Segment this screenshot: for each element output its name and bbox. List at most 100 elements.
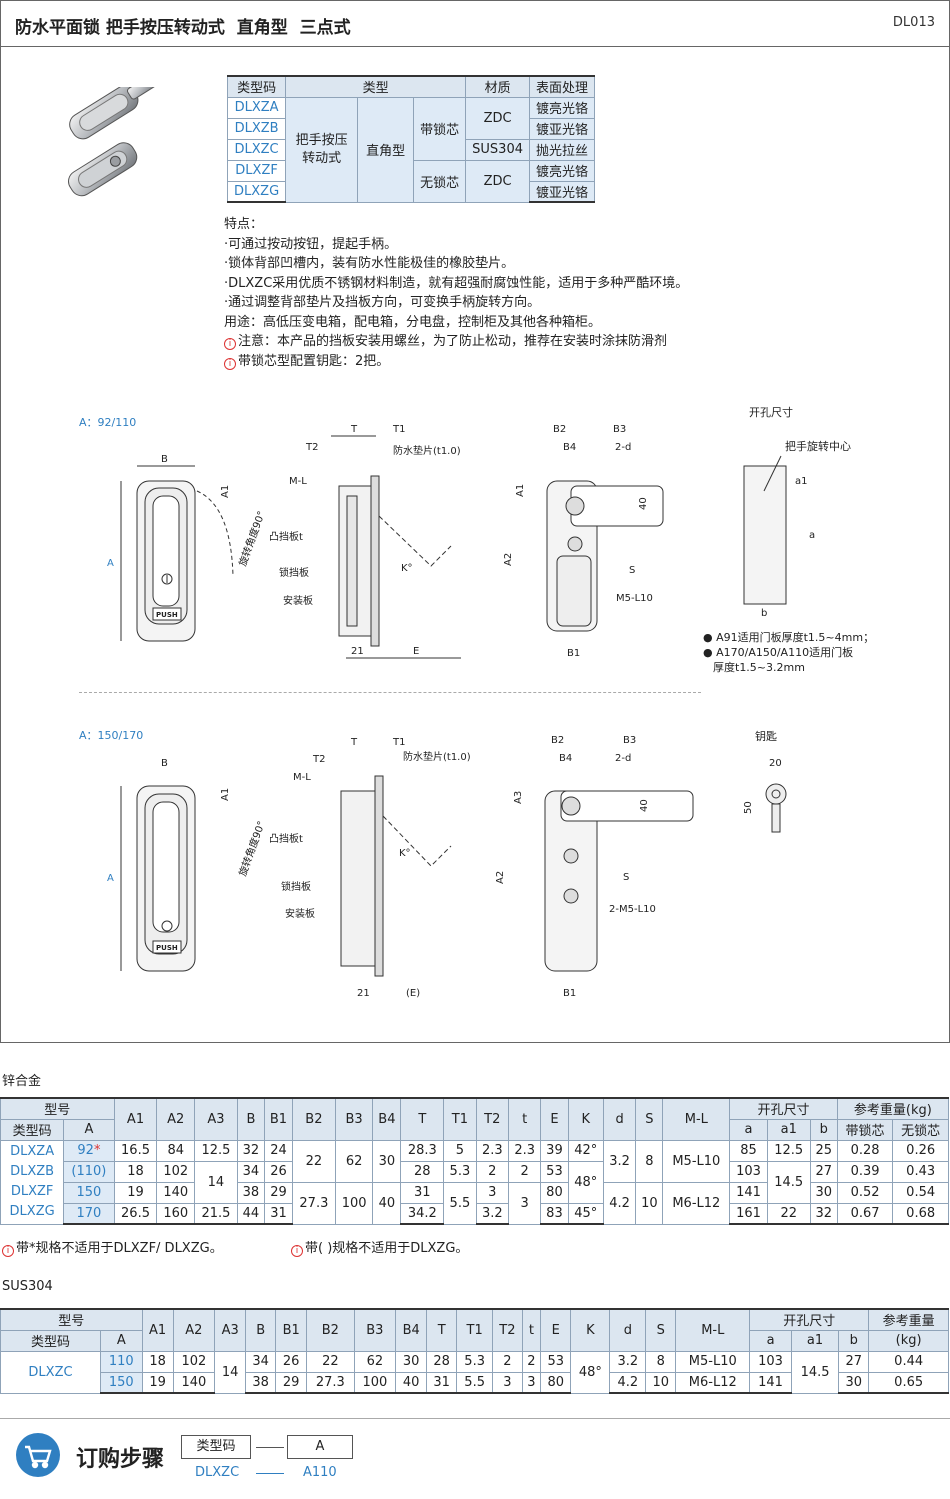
svg-text:K°: K°: [399, 848, 411, 859]
cart-icon: [16, 1433, 60, 1477]
cell: 3.2: [609, 1350, 647, 1373]
material-cell: ZDC: [465, 96, 530, 140]
svg-text:a1: a1: [795, 476, 808, 487]
code-cell: DLXZB: [226, 117, 287, 140]
cell: 40: [395, 1371, 428, 1394]
th: K: [570, 1308, 611, 1352]
cell: 10: [635, 1181, 664, 1225]
cell: 141: [749, 1371, 792, 1394]
th: a: [749, 1329, 792, 1352]
th: A: [100, 1329, 143, 1352]
svg-text:凸挡板t: 凸挡板t: [269, 832, 303, 845]
th: A1: [113, 1097, 158, 1141]
a-cell: 150: [100, 1371, 143, 1394]
cell: 5.5: [456, 1371, 494, 1394]
svg-text:K°: K°: [401, 563, 413, 574]
svg-text:2-d: 2-d: [615, 442, 631, 453]
cell: 103: [729, 1160, 768, 1183]
key-view: 钥匙 20 50: [743, 729, 787, 833]
cell: 48°: [567, 1160, 604, 1204]
a-cell: (110): [63, 1160, 115, 1183]
cell: 18: [113, 1160, 158, 1183]
catalog-code: DL013: [892, 15, 935, 30]
cell: 26: [275, 1350, 308, 1373]
back-view-bottom: B2 B3 B4 2-d 40 A3 A2 S 2-M5-L10 B1: [495, 735, 694, 999]
cell: 2: [521, 1350, 542, 1373]
th: T: [400, 1097, 445, 1141]
svg-text:防水垫片(t1.0): 防水垫片(t1.0): [393, 444, 461, 457]
svg-text:锁挡板: 锁挡板: [279, 566, 309, 579]
cell: 24: [264, 1139, 293, 1162]
cell: 22: [306, 1350, 355, 1373]
a-cell: 110: [100, 1350, 143, 1373]
cell: 102: [156, 1160, 196, 1183]
th-finish: 表面处理: [528, 75, 596, 98]
cell: M6-L12: [675, 1371, 751, 1394]
svg-text:T2: T2: [305, 442, 318, 453]
svg-text:T: T: [350, 424, 358, 435]
th: b: [838, 1329, 870, 1352]
cell: 2: [475, 1160, 509, 1183]
svg-text:B2: B2: [551, 735, 564, 746]
th: a1: [790, 1329, 840, 1352]
svg-text:2-M5-L10: 2-M5-L10: [609, 904, 656, 915]
svg-text:a: a: [809, 530, 815, 541]
remark-text: 带*规格不适用于DLXZF/ DLXZG。: [16, 1241, 223, 1256]
cell: 0.44: [868, 1350, 949, 1373]
svg-text:B3: B3: [623, 735, 636, 746]
info-icon: i: [224, 357, 236, 370]
cell: 4.2: [602, 1181, 637, 1225]
cell: 53: [540, 1160, 569, 1183]
cell: 18: [141, 1350, 174, 1373]
cell: 0.39: [836, 1160, 894, 1183]
code-cell: DLXZA: [226, 96, 287, 119]
finish-cell: 镀亮光铬: [528, 96, 596, 119]
cell: 26.5: [113, 1202, 158, 1225]
cell: 28: [400, 1160, 445, 1183]
th: M-L: [662, 1097, 731, 1141]
cell: 0.65: [868, 1371, 949, 1394]
th: B3: [334, 1097, 374, 1141]
cell: 27: [838, 1350, 870, 1373]
svg-text:T1: T1: [392, 424, 405, 435]
type-table: 类型码类型材质表面处理 DLXZA 把手按压转动式 直角型 带锁芯 ZDC 镀亮…: [226, 75, 596, 203]
order-box-a: A: [287, 1435, 353, 1459]
cell: 10: [645, 1371, 677, 1394]
product-photo: [68, 87, 160, 197]
cell: 0.26: [892, 1139, 949, 1162]
th-code: 类型码: [226, 75, 287, 98]
svg-text:B: B: [161, 454, 168, 465]
svg-text:S: S: [623, 872, 629, 883]
cell: 32: [809, 1202, 838, 1225]
cell: 19: [113, 1181, 158, 1204]
remark-text: 带( )规格不适用于DLXZG。: [304, 1241, 469, 1256]
cell: 29: [264, 1181, 293, 1204]
cell: 3: [492, 1371, 523, 1394]
note-text: 带锁芯型配置钥匙：2把。: [238, 353, 390, 369]
cell: 30: [838, 1371, 870, 1394]
th-type: 类型: [285, 75, 467, 98]
cell: 80: [540, 1371, 572, 1394]
features-block: 特点： ·可通过按动按钮，提起手柄。 ·锁体背部凹槽内，装有防水性能极佳的橡胶垫…: [224, 215, 688, 371]
material-cell: SUS304: [465, 138, 530, 161]
cell: 5.3: [443, 1160, 477, 1183]
th: t: [521, 1308, 542, 1352]
zinc-spec-table: 型号 A1 A2 A3 B B1 B2 B3 B4 T T1 T2 t E K …: [0, 1097, 950, 1225]
th: T2: [492, 1308, 523, 1352]
code-cell: DLXZG: [226, 180, 287, 203]
finish-cell: 镀亮光铬: [528, 159, 596, 182]
order-title: 订购步骤: [76, 1447, 165, 1472]
cell: 83: [540, 1202, 569, 1225]
cell: 85: [729, 1139, 768, 1162]
cell: 80: [540, 1181, 569, 1204]
svg-text:A1: A1: [515, 484, 526, 497]
svg-text:B4: B4: [563, 442, 576, 453]
th: A1: [141, 1308, 174, 1352]
th: B4: [372, 1097, 402, 1141]
cell: 62: [353, 1350, 397, 1373]
note-text: 注意：本产品的挡板安装用螺丝，为了防止松动，推荐在安装时涂抹防滑剂: [238, 334, 668, 349]
cell: 48°: [570, 1350, 611, 1394]
cell: 27: [809, 1160, 838, 1183]
